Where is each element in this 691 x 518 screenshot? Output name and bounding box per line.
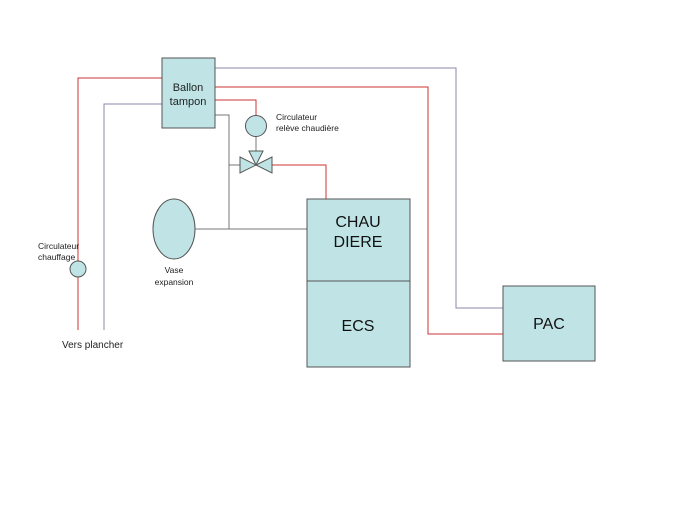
circulateur-releve-label-1: Circulateur (276, 112, 317, 122)
pipe-pac-supply (215, 86, 503, 335)
pipe-valve-chaudiere (272, 164, 327, 199)
circulateur-chauffage: Circulateur chauffage (38, 241, 87, 278)
pipe-return-floor (103, 103, 162, 330)
vase-label-1: Vase (165, 265, 184, 275)
vase-label-2: expansion (155, 277, 194, 287)
vers-plancher-label: Vers plancher (62, 340, 124, 351)
circulateur-releve: Circulateur relève chaudière (245, 112, 339, 137)
ballon-tampon: Ballon tampon (161, 57, 216, 129)
vase-expansion: Vase expansion (152, 198, 196, 287)
ballon-label-2: tampon (170, 96, 207, 108)
pipe-ballon-chaudiere (215, 114, 307, 230)
pipe-supply-floor (77, 77, 162, 262)
pac-unit: PAC (502, 285, 596, 362)
ballon-label-1: Ballon (173, 82, 204, 94)
circulateur-releve-label-2: relève chaudière (276, 123, 339, 133)
ecs-label: ECS (342, 318, 375, 335)
chaudiere-ecs-unit: CHAU DIERE ECS (306, 198, 411, 368)
circulateur-chauffage-label-2: chauffage (38, 252, 75, 262)
pipe-pac-return (215, 67, 503, 309)
three-way-valve-icon (239, 150, 273, 174)
chaudiere-label-1: CHAU (335, 214, 380, 231)
pipe-to-circulateur-releve (215, 99, 257, 116)
pac-label: PAC (533, 316, 565, 333)
circulateur-chauffage-label-1: Circulateur (38, 241, 79, 251)
chaudiere-label-2: DIERE (334, 234, 383, 251)
pipes (77, 67, 503, 335)
